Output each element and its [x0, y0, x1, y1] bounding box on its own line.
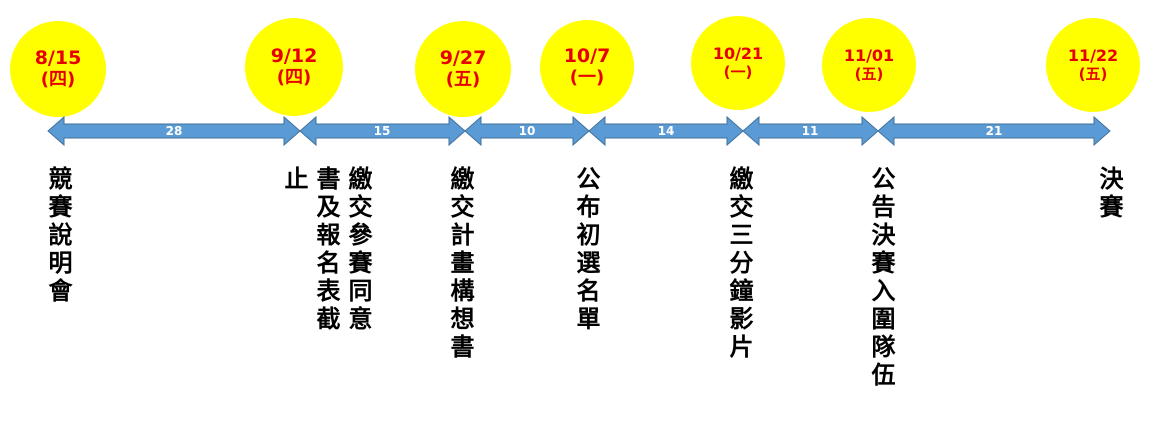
milestone-date: 11/01	[843, 46, 895, 66]
milestone-label-5: 繳交三分鐘影片	[725, 166, 753, 362]
milestone-weekday: (五)	[445, 68, 481, 90]
milestone-weekday: (一)	[723, 62, 753, 81]
interval-days-2: 15	[373, 124, 391, 138]
milestone-date-circle-5: 10/21 (一)	[691, 16, 785, 110]
interval-arrow-6	[877, 115, 1111, 147]
milestone-date-circle-6: 11/01 (五)	[822, 18, 916, 112]
milestone-date: 10/7	[563, 44, 611, 67]
interval-days-5: 11	[801, 124, 819, 138]
interval-days-1: 28	[165, 124, 183, 138]
milestone-date-circle-3: 9/27 (五)	[415, 21, 511, 117]
milestone-weekday: (四)	[276, 66, 312, 88]
milestone-label-7: 決賽	[1095, 166, 1123, 222]
milestone-date: 11/22	[1067, 46, 1119, 66]
milestone-label-1: 競賽說明會	[44, 166, 72, 306]
milestone-weekday: (一)	[569, 66, 605, 88]
milestone-label-4: 公布初選名單	[572, 166, 600, 334]
milestone-date: 9/12	[270, 44, 318, 67]
milestone-date-circle-2: 9/12 (四)	[245, 18, 343, 116]
milestone-date: 10/21	[712, 44, 764, 64]
milestone-date-circle-1: 8/15 (四)	[10, 21, 106, 117]
interval-days-3: 10	[518, 124, 536, 138]
milestone-date: 9/27	[439, 46, 487, 69]
milestone-weekday: (五)	[1078, 64, 1108, 83]
interval-days-6: 21	[985, 124, 1003, 138]
interval-days-4: 14	[657, 124, 675, 138]
milestone-label-6: 公告決賽入圍隊伍	[867, 166, 895, 390]
milestone-date-circle-7: 11/22 (五)	[1046, 18, 1140, 112]
milestone-label-2: 繳交參賽同意書及報名表截止	[280, 166, 372, 334]
milestone-label-3: 繳交計畫構想書	[446, 166, 474, 362]
milestone-date: 8/15	[34, 46, 82, 69]
milestone-weekday: (五)	[854, 64, 884, 83]
milestone-date-circle-4: 10/7 (一)	[540, 20, 634, 114]
milestone-weekday: (四)	[40, 68, 76, 90]
